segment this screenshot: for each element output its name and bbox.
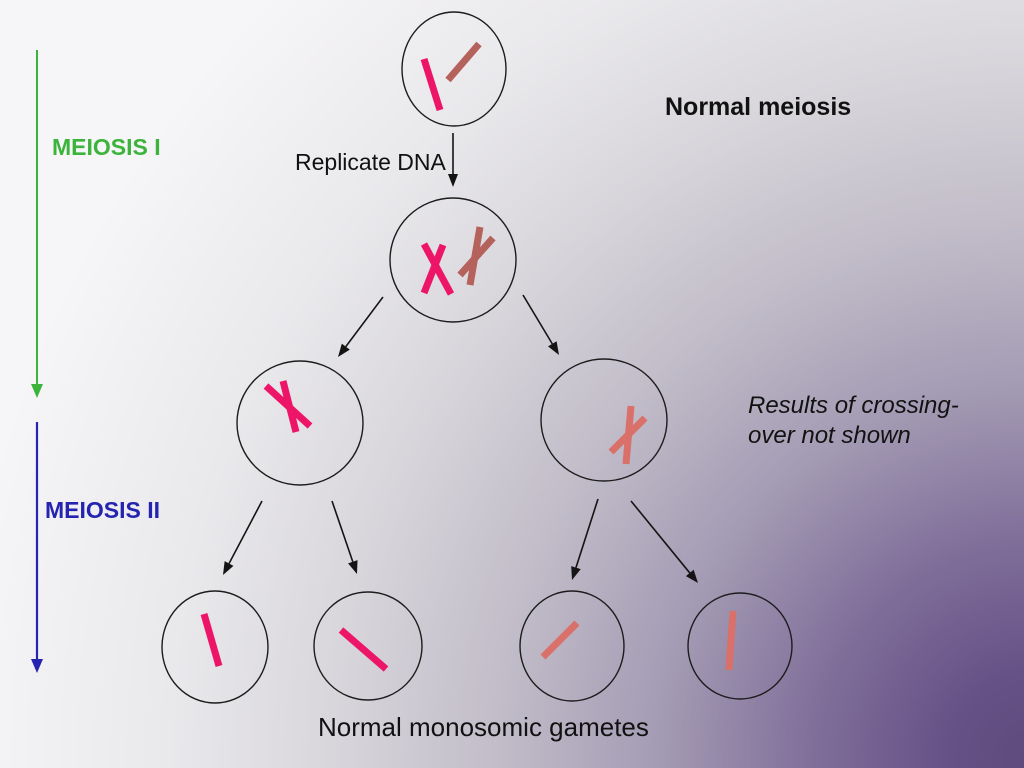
meiosis2-lr-arrow-head-icon	[348, 560, 358, 574]
daughter-cell-left-outline	[236, 360, 364, 486]
parent-cell-outline	[401, 11, 507, 127]
replicate-dna-label: Replicate DNA	[295, 149, 446, 175]
meiosis1-left-arrow-head-icon	[338, 343, 350, 357]
meiosis2-rr-arrow	[630, 500, 691, 574]
crossing-over-note: Results of crossing- over not shown	[748, 392, 959, 449]
meiosis2-rl-arrow	[575, 498, 599, 568]
meiosis2-lr-arrow	[331, 500, 354, 562]
gamete-1-chromosome-1	[200, 613, 223, 667]
parent-cell-chromosome-1	[420, 57, 444, 112]
replicated-cell-outline	[389, 197, 517, 323]
daughter-cell-left-chromosome-2	[279, 380, 300, 433]
meiosis-i-arrow-head-icon	[31, 384, 43, 398]
gamete-4-chromosome-1	[725, 610, 737, 671]
parent-cell-chromosome-2	[445, 41, 482, 83]
gamete-4-outline	[687, 592, 793, 700]
meiosis2-ll-arrow	[228, 500, 263, 564]
daughter-cell-right-chromosome-2	[608, 415, 648, 455]
meiosis1-right-arrow	[522, 294, 553, 345]
replicated-cell-chromosome-1	[420, 242, 455, 296]
meiosis2-rr-arrow-head-icon	[685, 569, 698, 583]
meiosis-ii-label: MEIOSIS II	[45, 497, 161, 523]
gametes-caption: Normal monosomic gametes	[318, 712, 649, 742]
gamete-2-chromosome-1	[338, 627, 389, 672]
gamete-3-chromosome-1	[540, 620, 580, 660]
replicated-cell-chromosome-2	[420, 243, 447, 295]
gamete-3-outline	[519, 590, 625, 702]
meiosis2-rl-arrow-head-icon	[571, 566, 581, 580]
replicated-cell-chromosome-4	[457, 235, 496, 278]
meiosis-i-label: MEIOSIS I	[52, 134, 161, 160]
replicate-arrow-head-icon	[448, 174, 458, 187]
gamete-2-outline	[313, 591, 423, 701]
daughter-cell-right-outline	[540, 358, 668, 482]
meiosis2-ll-arrow-head-icon	[223, 561, 234, 575]
meiosis-ii-arrow-head-icon	[31, 659, 43, 673]
gamete-1-outline	[161, 590, 269, 704]
meiosis1-right-arrow-head-icon	[548, 341, 559, 355]
meiosis1-left-arrow	[345, 296, 384, 348]
slide-title: Normal meiosis	[665, 93, 852, 121]
